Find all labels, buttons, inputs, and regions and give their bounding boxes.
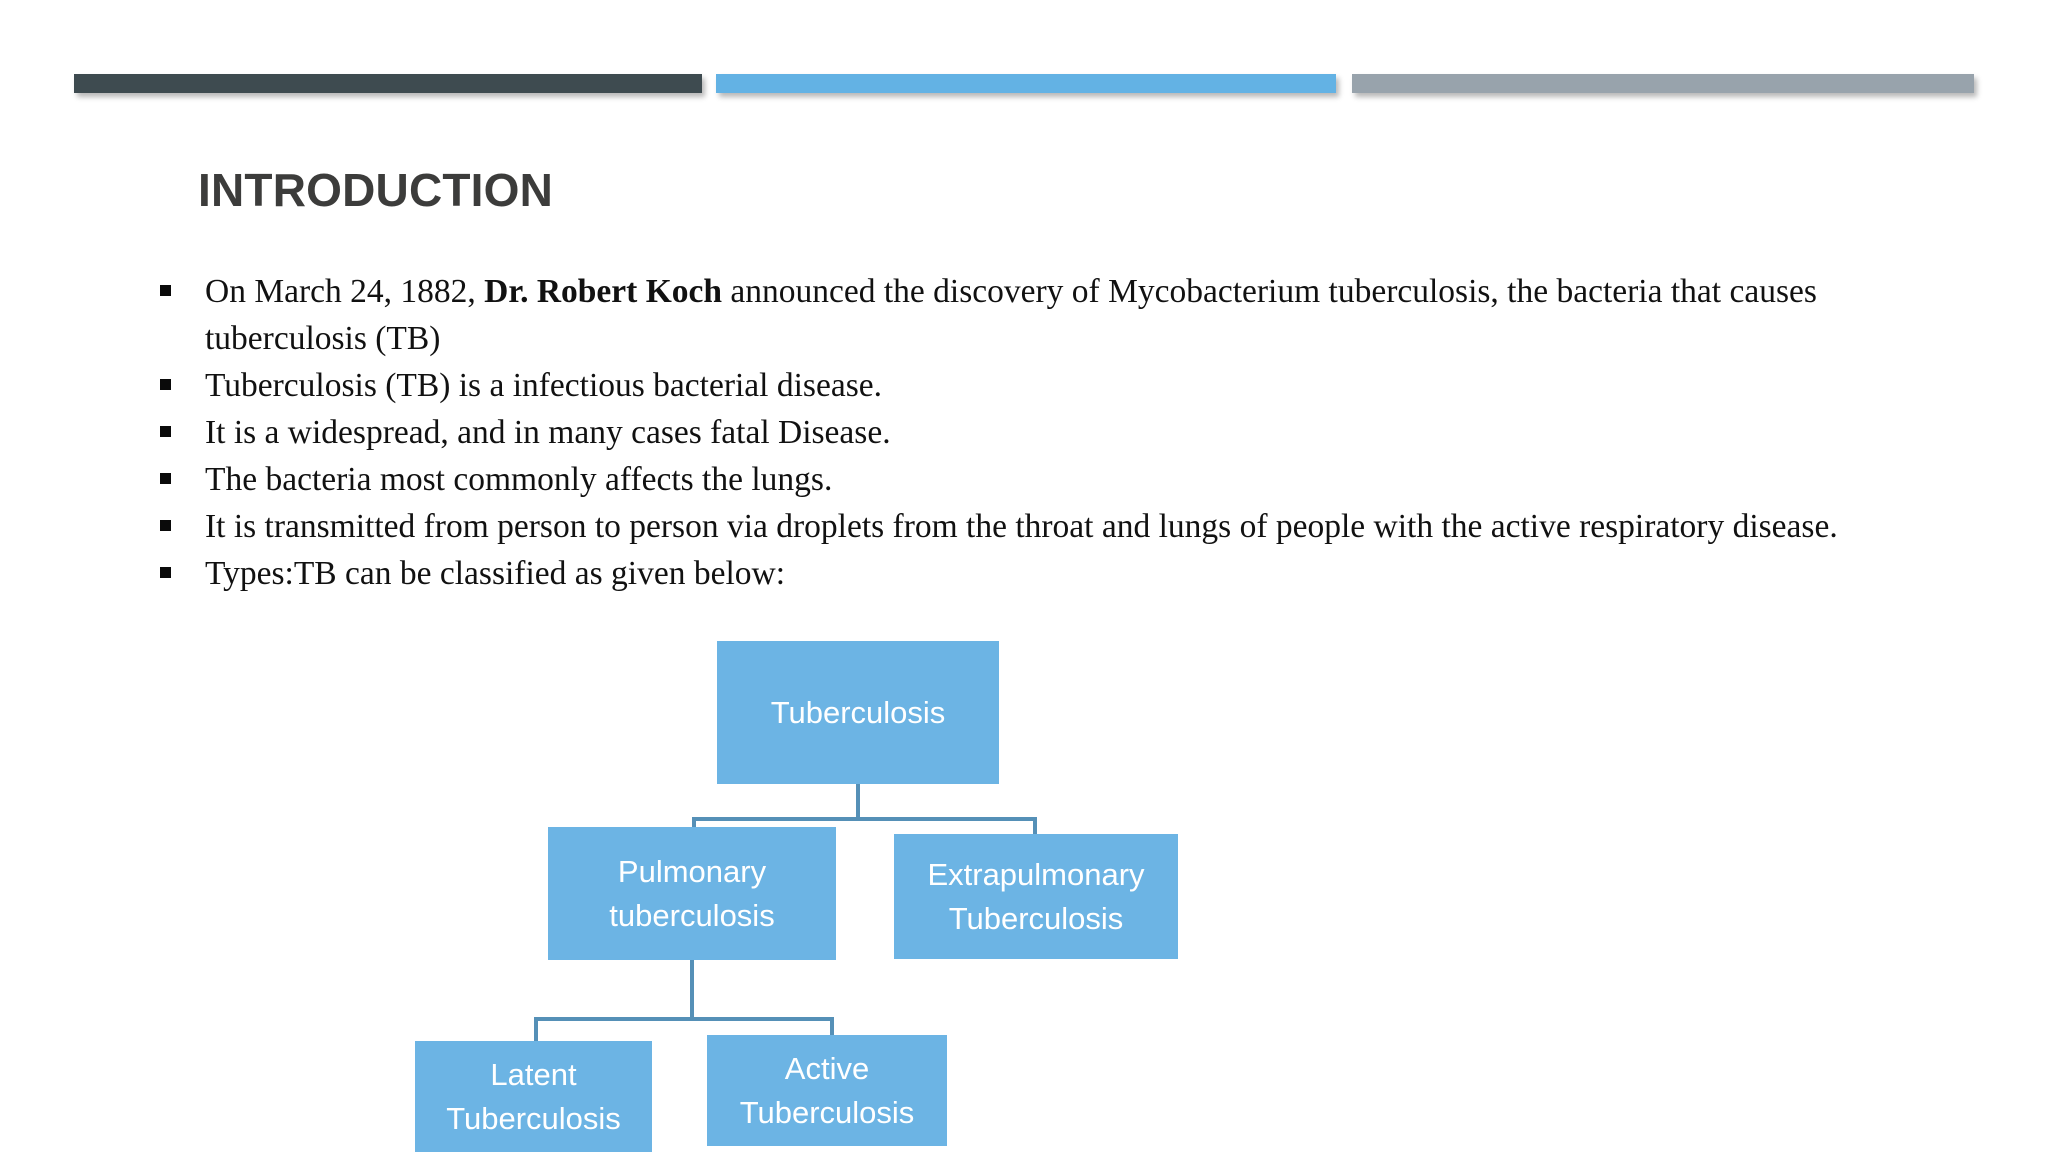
diagram-node-latent-tuberculosis: Latent Tuberculosis bbox=[415, 1041, 652, 1152]
connector-to-active bbox=[830, 1017, 834, 1041]
list-item-text: Types:TB can be classified as given belo… bbox=[205, 555, 786, 592]
list-item: The bacteria most commonly affects the l… bbox=[155, 456, 1985, 503]
decor-bar-blue bbox=[716, 74, 1336, 93]
connector-row2-bus bbox=[692, 817, 1037, 821]
square-bullet-icon bbox=[160, 520, 171, 531]
diagram-node-extrapulmonary-tuberculosis: Extrapulmonary Tuberculosis bbox=[894, 834, 1178, 959]
connector-to-extrapulmonary bbox=[1033, 817, 1037, 847]
connector-to-latent bbox=[534, 1017, 538, 1045]
square-bullet-icon bbox=[160, 285, 171, 296]
bullet-list: On March 24, 1882, Dr. Robert Koch annou… bbox=[155, 268, 1985, 597]
list-item-text: Tuberculosis (TB) is a infectious bacter… bbox=[205, 367, 882, 404]
list-item-text: On March 24, 1882, Dr. Robert Koch annou… bbox=[205, 273, 1817, 357]
list-item-text: The bacteria most commonly affects the l… bbox=[205, 461, 833, 498]
decor-bar-dark bbox=[74, 74, 702, 93]
list-item-text: It is transmitted from person to person … bbox=[205, 508, 1838, 545]
square-bullet-icon bbox=[160, 426, 171, 437]
list-item: Types:TB can be classified as given belo… bbox=[155, 550, 1985, 597]
list-item: Tuberculosis (TB) is a infectious bacter… bbox=[155, 362, 1985, 409]
tuberculosis-classification-diagram: Tuberculosis Pulmonary tuberculosis Extr… bbox=[0, 630, 2048, 1152]
list-item-text: It is a widespread, and in many cases fa… bbox=[205, 414, 891, 451]
connector-row3-bus bbox=[534, 1017, 834, 1021]
list-item: On March 24, 1882, Dr. Robert Koch annou… bbox=[155, 268, 1985, 362]
connector-pulmonary-stem bbox=[690, 960, 694, 1020]
diagram-node-active-tuberculosis: Active Tuberculosis bbox=[707, 1035, 947, 1146]
square-bullet-icon bbox=[160, 379, 171, 390]
list-item: It is a widespread, and in many cases fa… bbox=[155, 409, 1985, 456]
decor-bar-gray bbox=[1352, 74, 1974, 93]
page-title: INTRODUCTION bbox=[198, 164, 554, 216]
square-bullet-icon bbox=[160, 473, 171, 484]
square-bullet-icon bbox=[160, 567, 171, 578]
diagram-node-tuberculosis: Tuberculosis bbox=[717, 641, 999, 784]
list-item: It is transmitted from person to person … bbox=[155, 503, 1985, 550]
diagram-node-pulmonary-tuberculosis: Pulmonary tuberculosis bbox=[548, 827, 836, 960]
connector-root-stem bbox=[856, 784, 860, 820]
